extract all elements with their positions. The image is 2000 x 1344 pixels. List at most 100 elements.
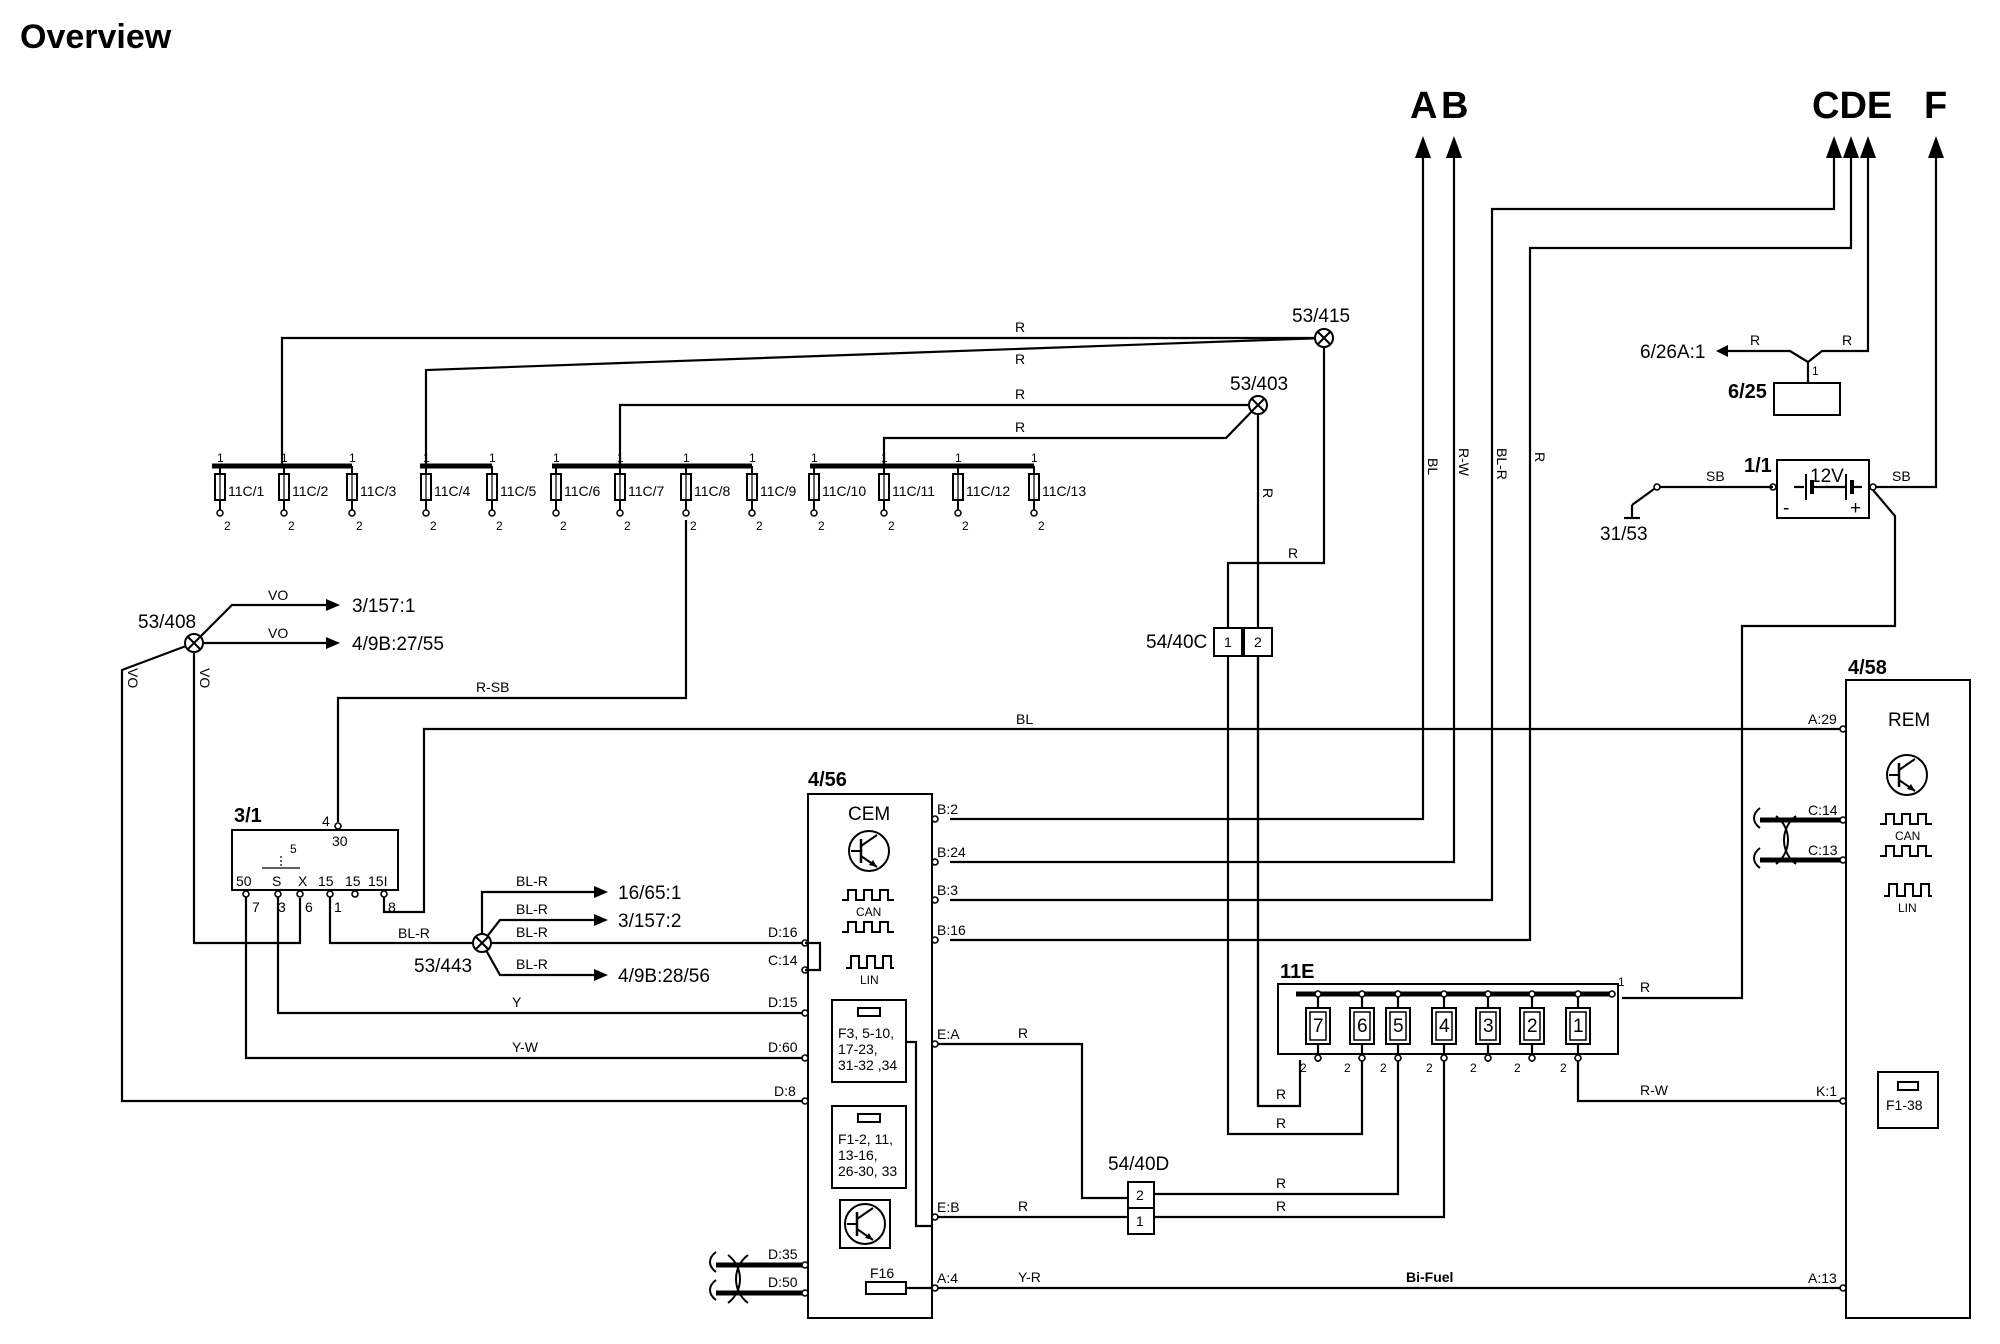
- splice-53-443-group: 53/443 16/65:1 3/157:2 4/9B:28/56 BL-R B…: [414, 873, 803, 987]
- switch-id: 3/1: [234, 805, 262, 827]
- c40d-pin-2: 2: [1136, 1187, 1144, 1203]
- rem-fuse: F1-38: [1886, 1097, 1923, 1113]
- wire-label-blr-switch: BL-R: [398, 925, 430, 941]
- arrow-f-icon: [1928, 136, 1944, 158]
- splice-53-415: 53/415: [1292, 306, 1350, 327]
- switch-top-pin: 4: [322, 813, 330, 829]
- bifuel-label: Bi-Fuel: [1406, 1269, 1453, 1285]
- fuse-11c-2-icon: [278, 465, 290, 517]
- relay-pin-bottom: 2: [1514, 1061, 1521, 1075]
- rem-pin-a29: A:29: [1808, 711, 1837, 727]
- splice-53-408: 53/408: [138, 612, 196, 633]
- wire-50-yw: [244, 897, 803, 1060]
- connector-54-40c: 1 2 54/40C R R: [1146, 627, 1364, 1136]
- relay-pin-bottom: 2: [1344, 1061, 1351, 1075]
- relay-pin-bottom: 2: [1426, 1061, 1433, 1075]
- fuse-label: 11C/2: [292, 483, 329, 499]
- switch-term-x: X: [298, 873, 308, 889]
- wire-label-r-ea: R: [1018, 1025, 1028, 1041]
- fuse-pin-bottom: 2: [624, 519, 631, 533]
- cem-pin-ea: E:A: [937, 1026, 960, 1042]
- wire-label-vo-1: VO: [268, 587, 288, 603]
- cem-name: CEM: [848, 804, 890, 825]
- cem-transistor2-icon: [843, 1202, 887, 1246]
- fuse-11c-3-icon: [346, 465, 358, 517]
- wire-label-y: Y: [512, 994, 522, 1010]
- wire-label-sb-f: SB: [1892, 468, 1911, 484]
- arrow-b-icon: [1446, 136, 1462, 158]
- arrow-label-f: F: [1924, 85, 1947, 127]
- c40d-label: 54/40D: [1108, 1154, 1169, 1175]
- fuse-label: 11C/1: [228, 483, 265, 499]
- switch-term-50: 50: [236, 873, 252, 889]
- switch-pin-6: 6: [305, 899, 313, 915]
- fuse-label: 11C/9: [760, 483, 797, 499]
- fuse-pin-bottom: 2: [430, 519, 437, 533]
- wire-label-r-403a: R: [1015, 386, 1025, 402]
- fuse-pin-bottom: 2: [496, 519, 503, 533]
- cem-pin-b24: B:24: [937, 844, 966, 860]
- arrow-a-icon: [1415, 136, 1431, 158]
- arrow-label-a: A: [1410, 85, 1437, 127]
- wire-label-r-415b: R: [1015, 351, 1025, 367]
- wire-label-bl-a: BL: [1425, 458, 1441, 475]
- wire-label-r-40c: R: [1276, 1086, 1286, 1102]
- wire-label-blr-2: BL-R: [516, 901, 548, 917]
- dest-3-157-1: 3/157:1: [352, 596, 415, 617]
- cem-lin: LIN: [860, 973, 879, 987]
- wire-label-r-625b: R: [1842, 332, 1852, 348]
- relay-block-pin-out: 1: [1618, 975, 1625, 989]
- switch-top-term: 30: [332, 833, 348, 849]
- battery-id: 1/1: [1744, 455, 1772, 477]
- rem-pin-c13: C:13: [1808, 842, 1838, 858]
- wire-label-r-625a: R: [1750, 332, 1760, 348]
- wire-label-yw: Y-W: [512, 1039, 539, 1055]
- wire-label-blr-c: BL-R: [1494, 448, 1510, 480]
- fuse-row-11c: 1211C/11211C/21211C/31211C/41211C/51211C…: [212, 451, 1086, 533]
- fuse-11c-8-icon: [680, 465, 692, 517]
- arrow-label-cde: CDE: [1812, 85, 1892, 127]
- cem-pin-b3: B:3: [937, 882, 958, 898]
- component-6-25: 1 6/25 6/26A:1 R R: [1640, 332, 1852, 416]
- relay-slot-label: 1: [1573, 1016, 1584, 1037]
- wire-label-r-d: R: [1532, 452, 1548, 462]
- comp-6-25-pin: 1: [1812, 364, 1819, 378]
- fuse-pin-top: 1: [881, 451, 888, 465]
- switch-inner-pin: 5: [290, 842, 297, 856]
- switch-pin-8: 8: [388, 899, 396, 915]
- fuse-11c-1-icon: [214, 465, 226, 517]
- dest-3-157-2: 3/157:2: [618, 911, 681, 932]
- fuse-11c-7-icon: [614, 465, 626, 517]
- c40c-pin-2: 2: [1254, 634, 1262, 650]
- fuse-pin-top: 1: [349, 451, 356, 465]
- fuse-pin-bottom: 2: [224, 519, 231, 533]
- fuse-11c-13-icon: [1028, 465, 1040, 517]
- fuse-pin-top: 1: [1031, 451, 1038, 465]
- battery-plus: +: [1850, 498, 1861, 519]
- comp-6-25-label: 6/25: [1728, 381, 1767, 403]
- wire-label-rw-rem: R-W: [1640, 1082, 1669, 1098]
- ground-label: 31/53: [1600, 524, 1648, 545]
- fuse-11c-9-icon: [746, 465, 758, 517]
- battery-1-1: 12V - + 1/1: [1744, 455, 1877, 519]
- fuse-label: 11C/4: [434, 483, 471, 499]
- fuse-pin-top: 1: [683, 451, 690, 465]
- rem-lin: LIN: [1898, 901, 1917, 915]
- cem-pin-b16: B:16: [937, 922, 966, 938]
- wire-label-blr-4: BL-R: [516, 956, 548, 972]
- cem-id: 4/56: [808, 769, 847, 791]
- connector-54-40d: 2 1 54/40D R R: [1108, 1062, 1446, 1235]
- wire-label-rsb: R-SB: [476, 679, 509, 695]
- fuse-label: 11C/3: [360, 483, 397, 499]
- fuse-pin-bottom: 2: [818, 519, 825, 533]
- wire-label-r-40d2: R: [1276, 1198, 1286, 1214]
- cem-pin-d60: D:60: [768, 1039, 798, 1055]
- wire-label-vo-4: VO: [197, 668, 213, 688]
- cem-pin-b2: B:2: [937, 801, 958, 817]
- fuse-label: 11C/5: [500, 483, 537, 499]
- battery-voltage: 12V: [1810, 466, 1844, 487]
- fuse-pin-top: 1: [423, 451, 430, 465]
- comp-6-25-dest: 6/26A:1: [1640, 342, 1706, 363]
- battery-minus: -: [1783, 498, 1789, 519]
- fuse-pin-bottom: 2: [756, 519, 763, 533]
